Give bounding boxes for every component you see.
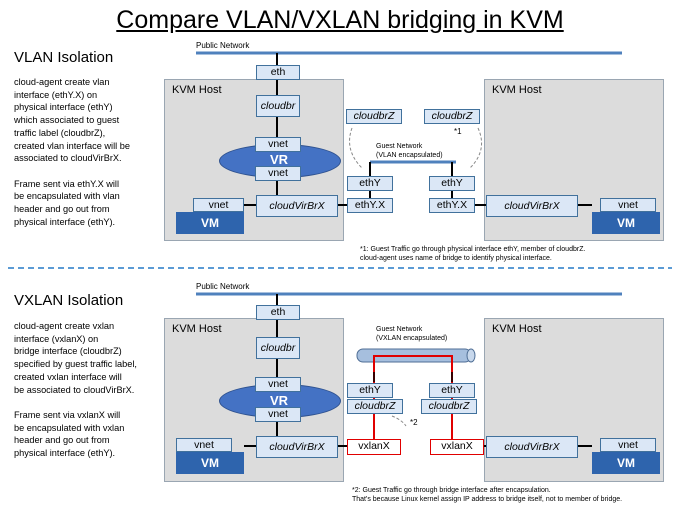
- vxlan-description: cloud-agent create vxlan interface (vxla…: [14, 321, 137, 459]
- vxlan-cloudbrz-right: cloudbrZ: [421, 399, 477, 414]
- vxlan-footnote: *2: Guest Traffic go through bridge inte…: [352, 487, 623, 503]
- vxlan-heading: VXLAN Isolation: [14, 292, 124, 309]
- vxlan-vr-vnet-top: vnet: [255, 377, 301, 392]
- vxlan-host-left-label: KVM Host: [172, 323, 222, 335]
- vxlan-guest-network-label: Guest Network (VXLAN encapsulated): [376, 326, 448, 342]
- vlan-description: cloud-agent create vlan interface (ethY.…: [14, 77, 130, 227]
- vlan-vr-label: VR: [269, 152, 289, 167]
- vxlan-cloudbr-bridge: cloudbr: [256, 337, 300, 359]
- vxlan-vr-label: VR: [269, 393, 289, 408]
- vlan-cloudvirbrx-left: cloudVirBrX: [256, 195, 338, 217]
- vxlan-footnote-marker: *2: [410, 418, 418, 427]
- vxlan-cloudvirbrx-left: cloudVirBrX: [256, 436, 338, 458]
- vxlan-vm-vnet-right: vnet: [600, 438, 656, 452]
- vlan-host-left-label: KVM Host: [172, 84, 222, 96]
- vxlan-ethy-right: ethY: [429, 383, 475, 398]
- vxlan-ethy-left: ethY: [347, 383, 393, 398]
- vlan-ethy-right: ethY: [429, 176, 475, 191]
- vlan-vm-vnet-right: vnet: [600, 198, 656, 212]
- vlan-vm-vnet-left: vnet: [193, 198, 244, 212]
- vxlan-vxlanx-right: vxlanX: [430, 439, 484, 455]
- vlan-cloudbr-bridge: cloudbr: [256, 95, 300, 117]
- vlan-ethyx-right: ethY.X: [429, 198, 475, 213]
- vlan-vm-left: VM: [176, 212, 244, 234]
- vxlan-vxlanx-left: vxlanX: [347, 439, 401, 455]
- vxlan-host-right-label: KVM Host: [492, 323, 542, 335]
- vxlan-eth-interface: eth: [256, 305, 300, 320]
- vlan-public-network-label: Public Network: [196, 41, 250, 50]
- vlan-host-right-label: KVM Host: [492, 84, 542, 96]
- vlan-ethyx-left: ethY.X: [347, 198, 393, 213]
- vxlan-vr-vnet-bottom: vnet: [255, 407, 301, 422]
- vxlan-public-network-label: Public Network: [196, 282, 250, 291]
- vxlan-cloudvirbrx-right: cloudVirBrX: [486, 436, 578, 458]
- vxlan-cloudbrz-left: cloudbrZ: [347, 399, 403, 414]
- vlan-heading: VLAN Isolation: [14, 49, 114, 66]
- vxlan-vm-right: VM: [592, 452, 660, 474]
- vlan-ethy-left: ethY: [347, 176, 393, 191]
- vlan-footnote-marker: *1: [454, 127, 462, 136]
- vxlan-vm-vnet-left: vnet: [176, 438, 232, 452]
- vlan-guest-network-label: Guest Network (VLAN encapsulated): [376, 143, 443, 159]
- vlan-footnote: *1: Guest Traffic go through physical in…: [360, 246, 586, 262]
- vlan-vr-vnet-top: vnet: [255, 137, 301, 152]
- vlan-eth-interface: eth: [256, 65, 300, 80]
- vlan-cloudvirbrx-right: cloudVirBrX: [486, 195, 578, 217]
- vlan-vm-right: VM: [592, 212, 660, 234]
- vlan-vr-vnet-bottom: vnet: [255, 166, 301, 181]
- vlan-cloudbrz-left: cloudbrZ: [346, 109, 402, 124]
- vlan-cloudbrz-right: cloudbrZ: [424, 109, 480, 124]
- vxlan-vm-left: VM: [176, 452, 244, 474]
- page-title: Compare VLAN/VXLAN bridging in KVM: [116, 6, 564, 34]
